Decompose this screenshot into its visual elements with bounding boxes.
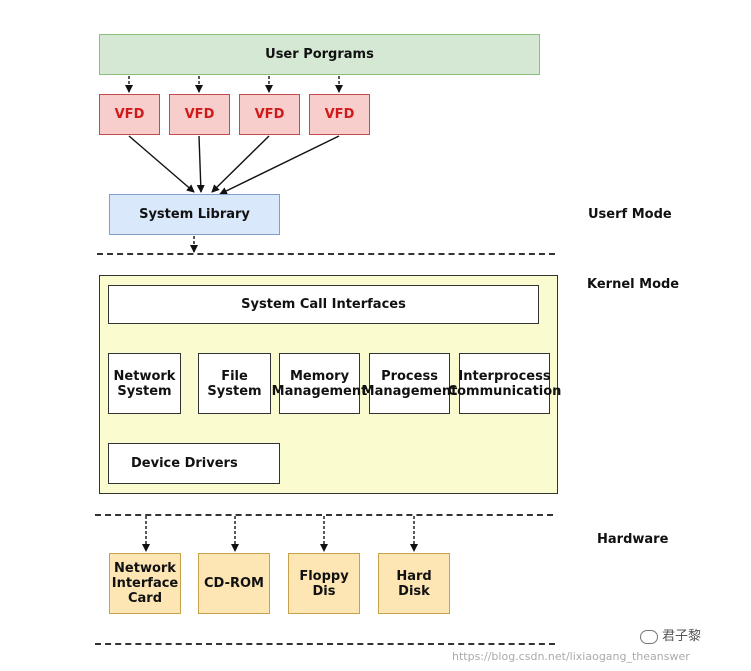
vfd-box-2: VFD	[169, 94, 230, 135]
module-label-line: File	[221, 368, 248, 384]
module-label-line: Interprocess	[458, 368, 551, 384]
vfd-box-1: VFD	[99, 94, 160, 135]
user-kernel-separator	[97, 253, 555, 255]
watermark-url: https://blog.csdn.net/lixiaogang_theansw…	[452, 650, 690, 663]
system-call-interfaces-box: System Call Interfaces	[108, 285, 539, 324]
arrow-vfd3-library	[211, 135, 270, 193]
device-drivers-box: Device Drivers	[108, 443, 280, 484]
vfd-label: VFD	[114, 107, 145, 122]
module-label-line: System	[117, 383, 172, 399]
user-mode-label: Userf Mode	[588, 207, 672, 222]
watermark-author-text: 君子黎	[662, 629, 702, 644]
hardware-label-line: Floppy	[299, 568, 349, 584]
hardware-label-line: Dis	[312, 583, 336, 599]
vfd-label: VFD	[324, 107, 355, 122]
cd-rom-box: CD-ROM	[198, 553, 270, 614]
arrow-vfd1-library	[128, 135, 195, 193]
kernel-hardware-separator	[95, 514, 553, 516]
wechat-icon	[640, 629, 658, 644]
module-label-line: Memory	[289, 368, 350, 384]
module-label-line: Management	[361, 383, 458, 399]
user-programs-box: User Porgrams	[99, 34, 540, 75]
user-programs-label: User Porgrams	[265, 47, 374, 62]
module-label-line: Process	[381, 368, 438, 384]
hardware-label-line: Network	[114, 561, 176, 576]
bottom-separator	[95, 643, 555, 645]
vfd-box-4: VFD	[309, 94, 370, 135]
hardware-label-line: Hard	[396, 568, 432, 584]
vfd-label: VFD	[254, 107, 285, 122]
vfd-box-3: VFD	[239, 94, 300, 135]
hardware-label: Hardware	[597, 532, 669, 547]
kernel-mode-label: Kernel Mode	[587, 277, 680, 292]
module-label-line: Network	[113, 368, 176, 384]
module-label-line: System	[207, 383, 262, 399]
hardware-label-line: Interface	[111, 576, 179, 591]
hardware-label-line: Disk	[398, 583, 430, 599]
system-call-interfaces-label: System Call Interfaces	[241, 297, 406, 312]
vfd-label: VFD	[184, 107, 215, 122]
arrow-vfd4-library	[219, 135, 340, 195]
module-label-line: Management	[271, 383, 368, 399]
watermark-author: 君子黎	[640, 625, 701, 644]
device-drivers-label: Device Drivers	[131, 456, 238, 471]
hardware-label-line: Card	[127, 591, 163, 606]
system-library-label: System Library	[139, 207, 250, 222]
hardware-label-line: CD-ROM	[204, 576, 264, 591]
arrow-vfd2-library	[196, 135, 205, 193]
module-label-line: Communication	[447, 383, 562, 399]
system-library-box: System Library	[109, 194, 280, 235]
